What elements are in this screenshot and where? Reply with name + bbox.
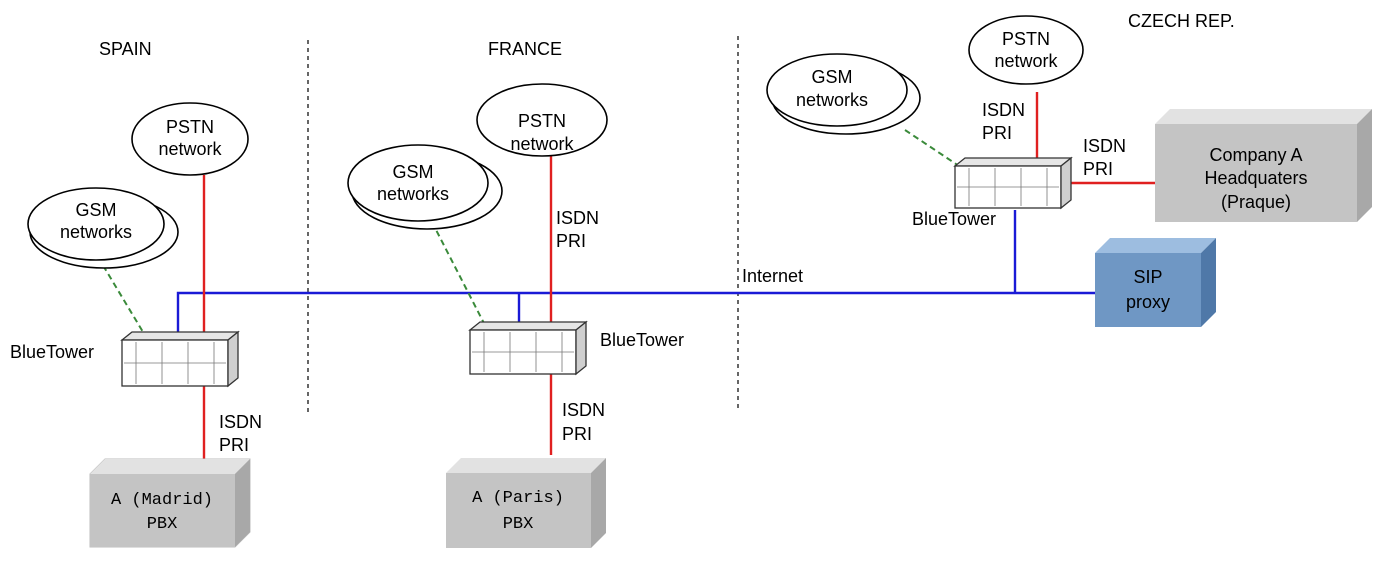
internet-label: Internet xyxy=(742,266,803,286)
pstn-label: PSTN xyxy=(1002,29,1050,49)
pstn-label: PSTN xyxy=(518,111,566,131)
bluetower-label-spain: BlueTower xyxy=(10,342,94,362)
bluetower-device-france xyxy=(468,320,588,376)
gsm-link-spain xyxy=(97,256,153,348)
bluetower-label-czech: BlueTower xyxy=(912,209,996,229)
gsm-sublabel: networks xyxy=(796,90,868,110)
company-hq-box: Company A Headquaters (Praque) xyxy=(1155,109,1372,222)
svg-text:ISDN: ISDN xyxy=(1083,136,1126,156)
isdn-pri-label-spain: ISDN PRI xyxy=(219,412,262,455)
pbx-madrid-line1: A (Madrid) xyxy=(111,491,213,510)
pstn-sublabel: network xyxy=(994,51,1058,71)
hq-line3: (Praque) xyxy=(1221,192,1291,212)
gsm-label: GSM xyxy=(75,200,116,220)
hq-line2: Headquaters xyxy=(1204,168,1307,188)
pstn-sublabel: network xyxy=(158,139,222,159)
pbx-paris-box: A (Paris) PBX xyxy=(446,458,606,548)
bluetower-label-france: BlueTower xyxy=(600,330,684,350)
gsm-link-france xyxy=(431,221,491,336)
pstn-label: PSTN xyxy=(166,117,214,137)
gsm-cloud-spain: GSM networks xyxy=(27,187,179,269)
isdn-pri-label-france-upper: ISDN PRI xyxy=(556,208,599,251)
internet-backbone xyxy=(176,210,1095,350)
gsm-cloud-czech: GSM networks xyxy=(766,53,921,135)
sip-proxy-box: SIP proxy xyxy=(1095,238,1216,327)
svg-text:PRI: PRI xyxy=(562,424,592,444)
gsm-sublabel: networks xyxy=(377,184,449,204)
region-label-czech: CZECH REP. xyxy=(1128,11,1235,31)
gsm-cloud-france: GSM networks xyxy=(347,144,503,230)
isdn-pri-label-czech-hq: ISDN PRI xyxy=(1083,136,1126,179)
hq-line1: Company A xyxy=(1209,145,1302,165)
pstn-sublabel: network xyxy=(510,134,574,154)
pbx-paris-line2: PBX xyxy=(503,515,534,534)
internet-main-line xyxy=(176,291,1095,350)
svg-text:ISDN: ISDN xyxy=(219,412,262,432)
svg-text:ISDN: ISDN xyxy=(562,400,605,420)
region-label-spain: SPAIN xyxy=(99,39,152,59)
sip-line1: SIP xyxy=(1133,267,1162,287)
bluetower-device-spain xyxy=(120,330,240,388)
pbx-madrid-box: A (Madrid) PBX xyxy=(89,458,251,548)
isdn-pri-label-czech-upper: ISDN PRI xyxy=(982,100,1025,143)
svg-text:ISDN: ISDN xyxy=(556,208,599,228)
pstn-cloud-czech: PSTN network xyxy=(968,15,1084,85)
pbx-madrid-line2: PBX xyxy=(147,515,178,534)
svg-text:PRI: PRI xyxy=(982,123,1012,143)
gsm-sublabel: networks xyxy=(60,222,132,242)
gsm-label: GSM xyxy=(811,67,852,87)
svg-text:PRI: PRI xyxy=(1083,159,1113,179)
bluetower-device-czech xyxy=(953,156,1073,210)
region-label-france: FRANCE xyxy=(488,39,562,59)
gsm-label: GSM xyxy=(392,162,433,182)
pstn-cloud-france: PSTN network xyxy=(476,83,608,157)
pstn-cloud-spain: PSTN network xyxy=(131,102,249,176)
svg-text:ISDN: ISDN xyxy=(982,100,1025,120)
svg-text:PRI: PRI xyxy=(556,231,586,251)
sip-line2: proxy xyxy=(1126,292,1170,312)
gsm-link-czech xyxy=(904,129,966,171)
svg-text:PRI: PRI xyxy=(219,435,249,455)
isdn-pri-label-france-lower: ISDN PRI xyxy=(562,400,605,444)
pbx-paris-line1: A (Paris) xyxy=(472,489,564,508)
